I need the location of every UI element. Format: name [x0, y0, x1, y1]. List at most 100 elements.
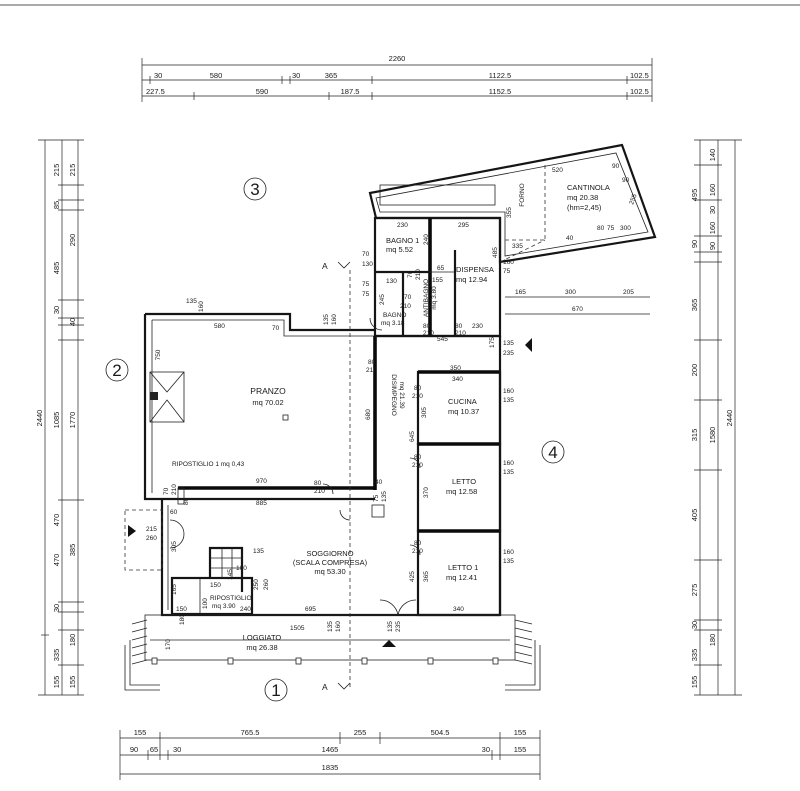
bagno1-dim: 130: [362, 261, 373, 268]
dispensa-dim: 75: [503, 268, 511, 275]
left-dim-b9: 155: [52, 676, 61, 689]
cantinola-height: (hm=2,45): [567, 203, 602, 212]
bagno1-area: mq 5.52: [386, 245, 413, 254]
cucina-label: CUCINA: [448, 397, 477, 406]
stair-dim: 165: [171, 584, 178, 595]
stair-dim: 100: [236, 565, 247, 572]
bottom-dim-9: 1465: [322, 745, 339, 754]
wall-outlines: [124, 143, 657, 661]
top-dimensions: 2260 30 580 30 365 1122.5 102.5 227.5 59…: [141, 54, 653, 102]
ripostiglio-area: mq 3.90: [212, 603, 236, 610]
letto-dim: 135: [503, 469, 514, 476]
antibagno-label: ANTIBAGNO: [423, 279, 430, 317]
right-dim-b1: 495: [690, 189, 699, 202]
antibagno-area: mq 3.80: [431, 286, 438, 310]
left-dim-b8: 335: [52, 649, 61, 662]
section-marker-top: A: [322, 261, 328, 271]
view-numbers: 1 2 3 4: [105, 177, 565, 702]
cucina-dim: 135: [503, 340, 514, 347]
bottom-dim-2: 765.5: [241, 728, 260, 737]
right-dim-c1: 140: [708, 149, 717, 162]
left-overall-dim: 2440: [35, 410, 44, 427]
right-dim-b5: 315: [690, 429, 699, 442]
pranzo-area: mq 70.02: [252, 398, 283, 407]
cucina-dim: 175: [489, 337, 496, 348]
top-dim-1: 30: [154, 71, 162, 80]
bottom-dim-5: 155: [514, 728, 527, 737]
top-dim-11: 102.5: [630, 87, 649, 96]
letto1-dim: 210: [412, 548, 423, 555]
bagno1-label: BAGNO 1: [386, 236, 419, 245]
pranzo-dim: 970: [256, 478, 267, 485]
disimpegno-dim: 680: [365, 409, 372, 420]
letto1-dim: 160: [503, 549, 514, 556]
dispensa-area: mq 12.94: [456, 275, 487, 284]
dispensa-dim: 205: [623, 289, 634, 296]
left-dim-c1: 215: [68, 164, 77, 177]
cantinola-dim: 355: [506, 207, 513, 218]
right-dim-c5: 90: [708, 242, 717, 250]
antibagno-dim: 80: [455, 323, 463, 330]
left-dim-b4: 30: [52, 306, 61, 314]
bottom-dim-11: 155: [514, 745, 527, 754]
left-dim-b5: 1085: [52, 412, 61, 429]
cantinola-dim: 520: [552, 167, 563, 174]
bottom-dim-7: 65: [150, 745, 158, 754]
top-dim-5: 1122.5: [489, 71, 511, 80]
bottom-dim-8: 30: [173, 745, 181, 754]
antibagno-dim: 210: [423, 330, 434, 337]
left-dim-c5: 385: [68, 544, 77, 557]
cucina-dim: 80: [414, 385, 422, 392]
right-dim-c2: 160: [708, 184, 717, 197]
pranzo-dim: 885: [256, 500, 267, 507]
left-dim-a1: 470: [52, 514, 61, 527]
left-dimensions: 2440 470 215 85 485 30 1085 470 30 335 1…: [35, 139, 84, 696]
top-dim-8: 590: [256, 87, 269, 96]
top-dim-3: 30: [292, 71, 300, 80]
forno-label: FORNO: [519, 183, 526, 206]
right-dim-b2: 90: [690, 240, 699, 248]
soggiorno-dim: 695: [305, 606, 316, 613]
soggiorno-sub: (SCALA COMPRESA): [293, 558, 368, 567]
bagno1-dim: 65: [437, 265, 445, 272]
left-dim-b2: 85: [52, 201, 61, 209]
bagno-label: BAGNO: [383, 312, 406, 319]
soggiorno-dim: 235: [395, 621, 402, 632]
right-dim-b6: 405: [690, 509, 699, 522]
cantinola-area: mq 20.38: [567, 193, 598, 202]
pranzo-dim: 80: [314, 480, 322, 487]
entrance-arrow-icon: [525, 338, 532, 352]
cucina-dim: 135: [503, 397, 514, 404]
disimpegno-dim: 210: [366, 367, 377, 374]
dispensa-dim: 165: [515, 289, 526, 296]
soggiorno-label: SOGGIORNO: [306, 549, 353, 558]
right-dim-b9: 335: [690, 649, 699, 662]
letto1-dim: 340: [453, 606, 464, 613]
right-dim-b4: 200: [690, 364, 699, 377]
right-dim-b3: 365: [690, 299, 699, 312]
right-dim-c6: 180: [708, 634, 717, 647]
stair-dim: 240: [240, 606, 251, 613]
stair-dim: 150: [210, 582, 221, 589]
soggiorno-dim: 1505: [290, 625, 305, 632]
left-dim-c4: 1770: [68, 412, 77, 429]
view-number-1: 1: [271, 681, 280, 700]
bagno1-dim: 240: [423, 234, 430, 245]
left-dim-b7: 30: [52, 604, 61, 612]
cantinola-dim: 90: [622, 177, 630, 184]
stair-dim: 145: [227, 569, 234, 580]
disimpegno-dim: 135: [381, 491, 388, 502]
ripostiglio-label: RIPOSTIGLIO: [210, 595, 252, 602]
bagno1-dim: 70: [362, 251, 370, 258]
soggiorno-dim: 305: [171, 541, 178, 552]
cantinola-dim: 485: [492, 247, 499, 258]
left-dim-c7: 155: [68, 676, 77, 689]
antibagno-dim: 155: [432, 277, 443, 284]
cantinola-dim: 40: [566, 235, 574, 242]
section-marker-bottom: A: [322, 682, 328, 692]
stair-dim: 135: [253, 548, 264, 555]
cucina-dim: 160: [503, 388, 514, 395]
cucina-dim: 305: [421, 407, 428, 418]
letto1-label: LETTO 1: [448, 563, 478, 572]
